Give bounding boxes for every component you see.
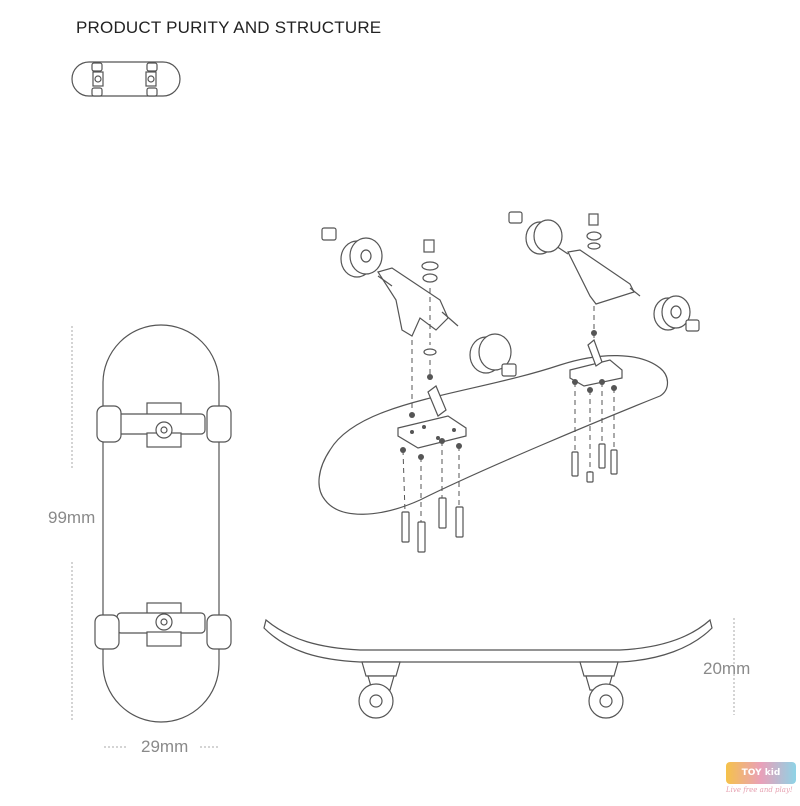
brand-tagline: Live free and play!	[726, 786, 793, 794]
length-dimension-label: 99mm	[48, 508, 96, 527]
board-side-view	[263, 618, 713, 719]
exploded-truck-right	[508, 211, 700, 483]
thumbnail-top-view	[71, 61, 181, 97]
page-title: PRODUCT PURITY AND STRUCTURE	[76, 18, 382, 37]
width-dimension-label: 29mm	[141, 737, 189, 756]
exploded-deck	[318, 355, 669, 515]
height-dimension-label: 20mm	[703, 659, 751, 678]
brand-logo-text: TOY kid mama	[741, 768, 781, 800]
brand-logo: TOY kid mama	[726, 762, 796, 800]
exploded-truck-left	[321, 227, 517, 553]
board-top-view	[94, 324, 232, 723]
